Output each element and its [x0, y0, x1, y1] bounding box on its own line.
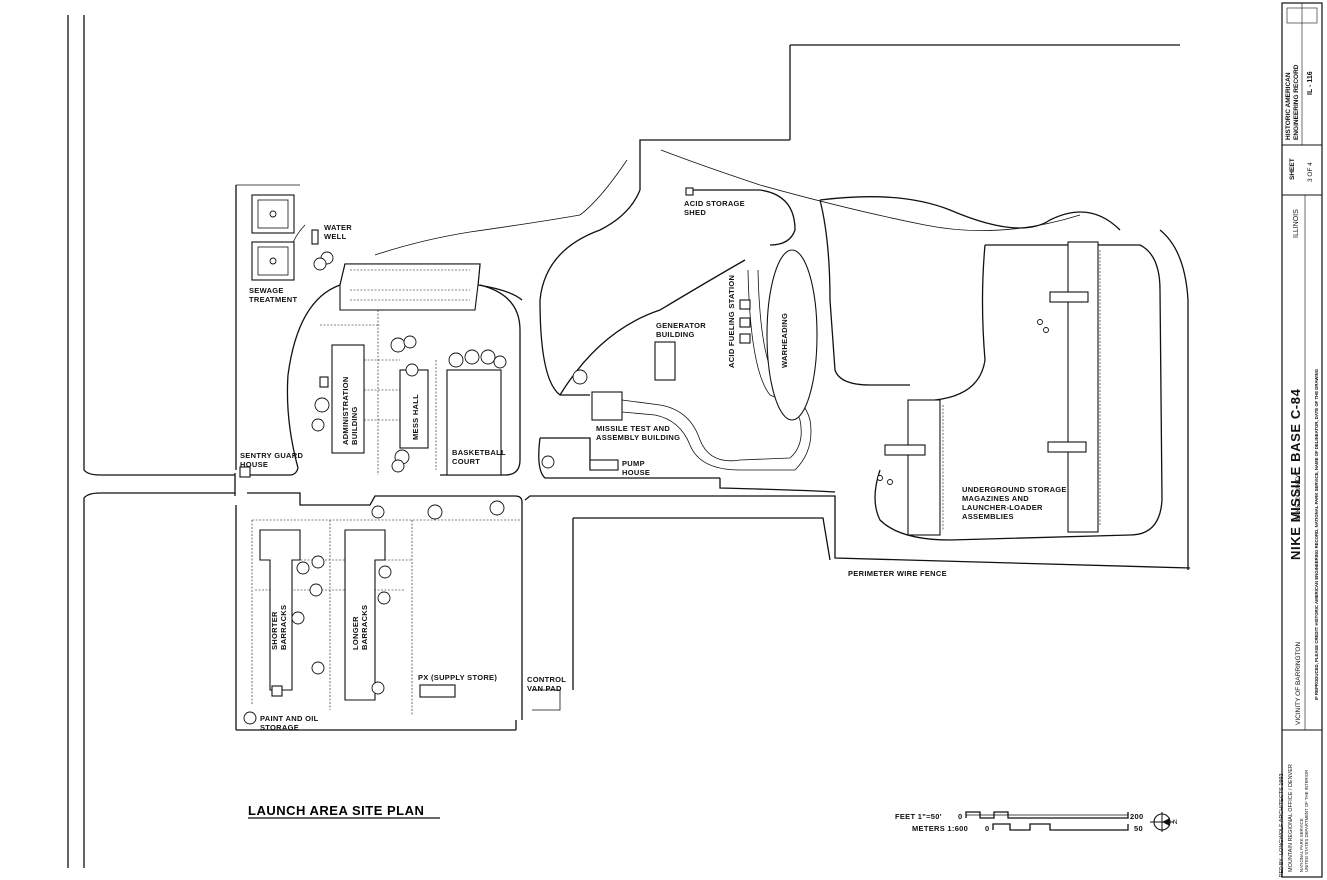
tb-vicinity: VICINITY OF BARRINGTON [1295, 642, 1302, 725]
generator-building [654, 341, 676, 381]
svg-text:N: N [1173, 820, 1177, 826]
tb-state: ILLINOIS [1293, 209, 1300, 238]
scale-meters-zero: 0 [985, 824, 989, 833]
tb-agency: NATIONAL PARK SERVICEUNITED STATES DEPAR… [1299, 770, 1309, 872]
magazine-east [1067, 241, 1099, 533]
scale-meters-max: 50 [1134, 824, 1143, 833]
tb-sheet-number: 3 OF 4 [1307, 162, 1314, 182]
label-perimeter-fence: PERIMETER WIRE FENCE [848, 569, 947, 578]
longer-barracks [344, 529, 386, 701]
px-supply-store [419, 684, 456, 698]
trees-admin [311, 335, 507, 520]
tb-project-title: NIKE MISSILE BASE C-84 [1288, 388, 1303, 560]
scale-feet-label: FEET 1"=50' [895, 812, 942, 821]
barracks-area [243, 519, 561, 725]
magazine-west [907, 399, 941, 536]
label-acid-fueling: ACID FUELING STATION [727, 275, 736, 368]
tb-record-number: IL - 116 [1307, 71, 1314, 95]
missile-test-area [541, 187, 818, 471]
tb-sheet-label: SHEET [1289, 158, 1296, 180]
tb-delineator: LONGWOLF ARCHITECTS 1993 [1279, 773, 1285, 855]
drawing-title: LAUNCH AREA SITE PLAN [248, 803, 424, 818]
shorter-barracks [259, 529, 301, 691]
tb-recorded-by: RED BY [1279, 858, 1285, 877]
roads [67, 15, 1191, 868]
label-warheading: WARHEADING [780, 313, 789, 368]
tb-record-name: HISTORIC AMERICANENGINEERING RECORD [1285, 64, 1300, 140]
warheading-loop [766, 249, 818, 421]
sentry-guard-house [239, 466, 251, 478]
scale-bar: FEET 1"=50' 0 200 METERS 1:600 0 50 [895, 811, 1143, 833]
title-block: HISTORIC AMERICANENGINEERING RECORD IL -… [1279, 2, 1323, 878]
label-mess-hall: MESS HALL [411, 394, 420, 440]
missile-test-building [591, 391, 623, 421]
tb-county: LAKE COUNTY [1295, 473, 1302, 520]
label-shorter-barracks: SHORTERBARRACKS [270, 605, 288, 650]
basketball-court [446, 369, 502, 476]
pump-house [589, 459, 619, 471]
sewage-treatment [251, 194, 295, 281]
acid-storage-shed [685, 187, 694, 196]
tb-office: MOUNTAIN REGIONAL OFFICE / DENVER [1288, 764, 1294, 872]
scale-meters-label: METERS 1:600 [912, 824, 968, 833]
north-arrow-icon: N [1150, 812, 1177, 832]
label-administration: ADMINISTRATIONBUILDING [341, 376, 359, 445]
admin-area [239, 263, 502, 478]
label-longer-barracks: LONGERBARRACKS [351, 605, 369, 650]
scale-feet-zero: 0 [958, 812, 962, 821]
mess-hall-building [399, 369, 429, 449]
scale-feet-max: 200 [1130, 812, 1143, 821]
administration-building [331, 344, 365, 454]
water-well [311, 229, 319, 245]
tb-credit-line: IF REPRODUCED, PLEASE CREDIT: HISTORIC A… [1314, 368, 1319, 700]
underground-magazines [877, 241, 1101, 536]
label-px: PX (SUPPLY STORE) [418, 673, 497, 682]
